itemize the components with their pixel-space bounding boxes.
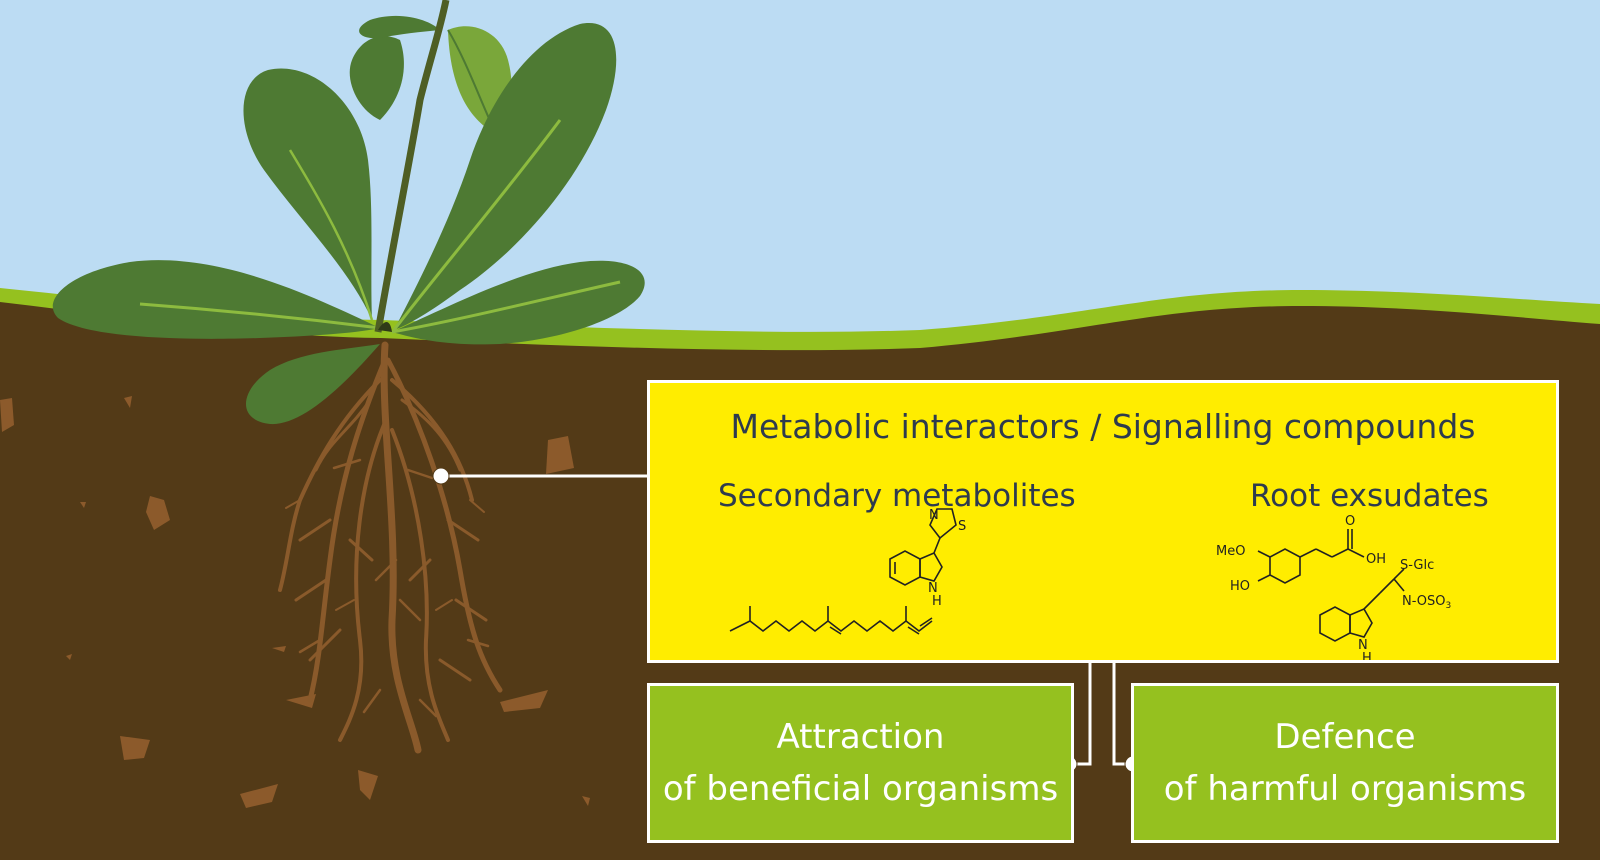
- thiazole-s-label: S: [958, 519, 966, 534]
- root-exsudates-heading: Root exsudates: [1250, 478, 1489, 514]
- soil-pebbles: [0, 396, 590, 808]
- glucosinolate-n-label: N: [1358, 638, 1368, 653]
- attraction-line-1: Attraction: [776, 717, 945, 757]
- attraction-box: Attraction of beneficial organisms: [647, 683, 1074, 843]
- secondary-metabolites-heading: Secondary metabolites: [718, 478, 1076, 514]
- meo-label: MeO: [1216, 544, 1245, 559]
- carbonyl-o-label: O: [1345, 514, 1355, 529]
- ho-label: HO: [1230, 579, 1250, 594]
- glucosinolate-structure: S-Glc N-OSO3 N H: [1319, 558, 1451, 660]
- n-oso3-label: N-OSO3: [1402, 594, 1451, 611]
- plant-roots: [278, 341, 503, 754]
- indole-h-label: H: [932, 594, 942, 609]
- indole-n-label: N: [928, 581, 938, 596]
- attraction-line-2: of beneficial organisms: [662, 769, 1059, 809]
- s-glc-label: S-Glc: [1400, 558, 1434, 573]
- chemical-structures: N S N H MeO HO O OH: [729, 508, 1451, 660]
- defence-box: Defence of harmful organisms: [1131, 683, 1559, 843]
- glucosinolate-h-label: H: [1362, 651, 1372, 660]
- terpene-chain-structure: [729, 606, 933, 635]
- ferulic-acid-structure: MeO HO O OH: [1216, 514, 1386, 594]
- main-box-title: Metabolic interactors / Signalling compo…: [730, 407, 1476, 446]
- plant-leaves: [52, 0, 645, 425]
- oh-label: OH: [1366, 552, 1386, 567]
- metabolic-interactors-box: Metabolic interactors / Signalling compo…: [647, 380, 1559, 663]
- defence-line-1: Defence: [1274, 717, 1416, 757]
- defence-line-2: of harmful organisms: [1163, 769, 1527, 809]
- thiazole-n-label: N: [929, 508, 939, 523]
- camalexin-structure: N S N H: [889, 508, 966, 609]
